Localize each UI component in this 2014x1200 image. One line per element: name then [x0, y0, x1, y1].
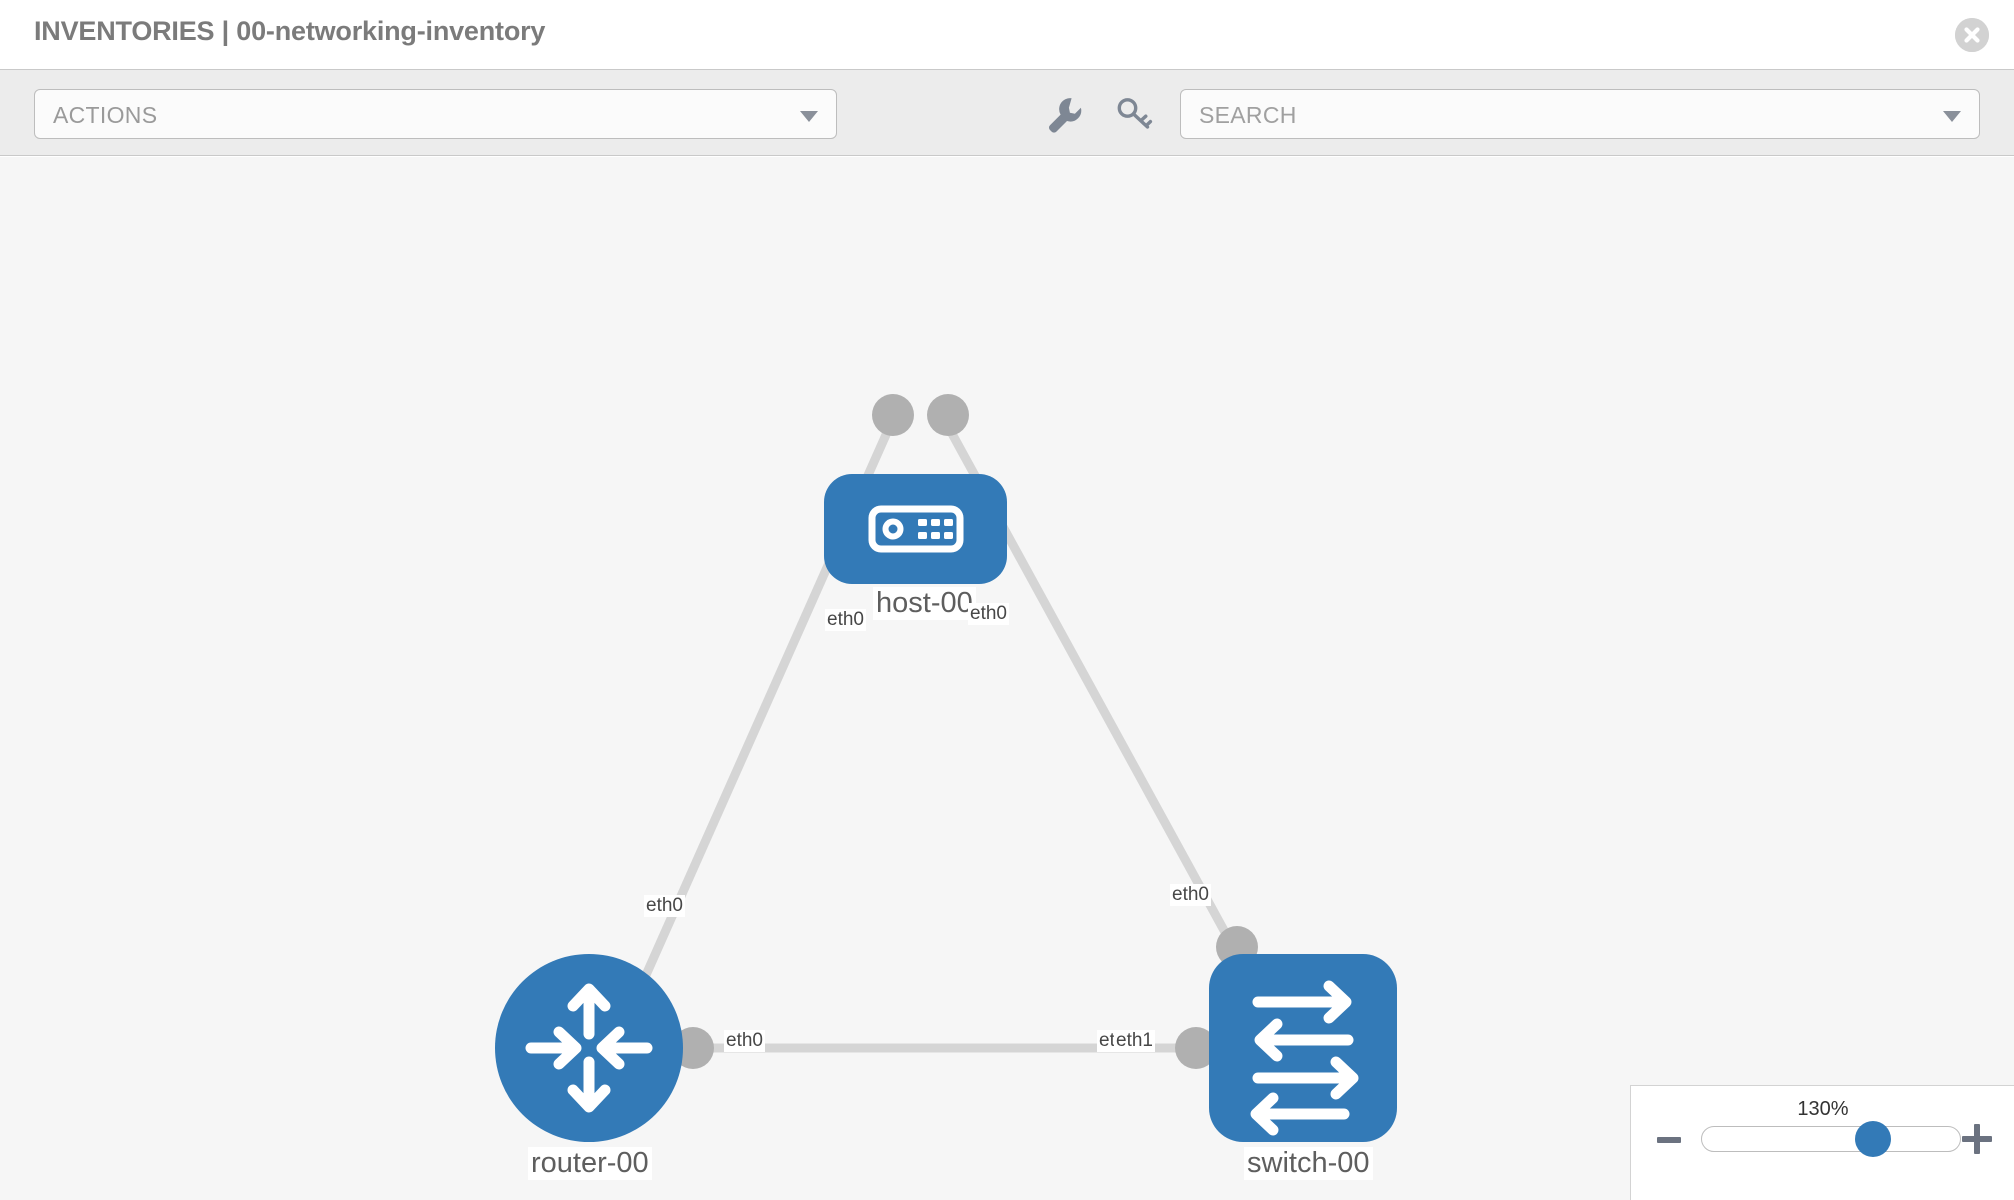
server-appliance-icon: [868, 505, 964, 553]
node-label-switch-00[interactable]: switch-00: [1244, 1147, 1373, 1180]
wrench-icon[interactable]: [1042, 92, 1086, 136]
node-switch-00: [1209, 954, 1397, 1142]
zoom-level-value: 130%: [1797, 1098, 1849, 1120]
switch-arrows-icon: [1250, 980, 1359, 1136]
port-label-switch-left-front: eth1: [1114, 1030, 1155, 1052]
port-label-router-upper: eth0: [644, 895, 685, 917]
endpoint-host-right: [927, 394, 969, 436]
endpoint-switch-left: [1175, 1027, 1217, 1069]
port-label-switch-upper: eth0: [1170, 884, 1211, 906]
port-label-host-left: eth0: [825, 609, 866, 631]
chevron-down-icon: [1943, 111, 1961, 122]
router-arrows-icon: [525, 983, 653, 1113]
port-label-host-right: eth0: [968, 603, 1009, 625]
page-header: INVENTORIES | 00-networking-inventory: [0, 0, 2014, 69]
endpoint-host-left: [872, 394, 914, 436]
zoom-out-button[interactable]: [1657, 1137, 1681, 1143]
zoom-in-button[interactable]: [1962, 1124, 1992, 1154]
port-label-router-right: eth0: [724, 1030, 765, 1052]
actions-dropdown[interactable]: ACTIONS: [34, 89, 837, 139]
zoom-control-panel: 130%: [1630, 1085, 2014, 1200]
topology-canvas[interactable]: host-00 router-00 switch-00 eth0 eth0 et…: [0, 157, 2014, 1200]
chevron-down-icon: [800, 111, 818, 122]
close-icon[interactable]: [1955, 18, 1989, 52]
node-label-router-00[interactable]: router-00: [528, 1147, 652, 1180]
search-input[interactable]: SEARCH: [1180, 89, 1980, 139]
node-host-00: [824, 474, 1007, 584]
page-title: INVENTORIES | 00-networking-inventory: [34, 16, 546, 46]
node-router-00: [495, 954, 683, 1142]
zoom-slider-track[interactable]: [1701, 1126, 1961, 1152]
zoom-slider-thumb[interactable]: [1855, 1121, 1891, 1157]
search-placeholder: SEARCH: [1199, 102, 1297, 128]
toolbar: ACTIONS SEARCH: [0, 69, 2014, 156]
actions-dropdown-label: ACTIONS: [53, 102, 158, 128]
node-label-host-00[interactable]: host-00: [873, 587, 976, 620]
topology-graph[interactable]: [0, 157, 2014, 1200]
key-icon[interactable]: [1112, 92, 1156, 136]
endpoint-router-right: [672, 1027, 714, 1069]
endpoint-layer: [672, 394, 1258, 1069]
